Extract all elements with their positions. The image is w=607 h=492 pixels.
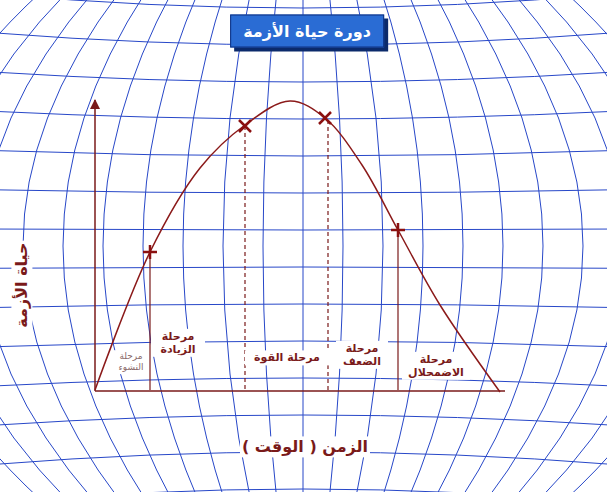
grid-parallel xyxy=(0,72,607,82)
phase-marker xyxy=(391,223,405,237)
grid-parallel xyxy=(0,190,607,193)
phase-label: مرحلة الاضمحلال xyxy=(402,352,470,380)
grid-meridian xyxy=(143,0,199,492)
life-cycle-plot xyxy=(95,100,505,392)
grid-meridian xyxy=(537,0,607,492)
grid-parallel xyxy=(0,489,607,492)
grid-meridian xyxy=(329,0,343,492)
grid-meridian xyxy=(303,0,304,492)
x-axis-label: الزمن ( الوقت ) xyxy=(240,436,370,457)
grid-parallel xyxy=(0,151,607,156)
grid-parallel xyxy=(0,267,607,268)
grid-meridian xyxy=(0,0,69,492)
phase-label: مرحلة النشوء xyxy=(113,350,149,374)
grid-meridian xyxy=(263,0,277,492)
grid-parallel xyxy=(0,304,607,307)
phase-label: مرحلة القوة xyxy=(245,350,329,365)
phase-label: مرحلة الزيادة xyxy=(151,329,205,357)
grid-meridian xyxy=(485,0,583,492)
phase-label: مرحلة الضعف xyxy=(336,341,388,369)
y-axis xyxy=(94,100,96,391)
grid-meridian xyxy=(23,0,121,492)
grid-parallel xyxy=(0,111,607,119)
grid-meridian xyxy=(381,0,423,492)
grid-meridian xyxy=(407,0,463,492)
phase-divider xyxy=(397,230,398,390)
phase-divider xyxy=(149,252,150,390)
grid-parallel xyxy=(0,0,607,8)
phase-marker xyxy=(319,112,331,124)
grid-parallel xyxy=(0,378,607,386)
grid-parallel xyxy=(0,415,607,425)
crisis-curve xyxy=(95,101,500,392)
grid-meridian xyxy=(183,0,225,492)
x-axis xyxy=(95,390,505,392)
y-axis-label: حياة الأزمة xyxy=(11,240,32,329)
grid-meridian xyxy=(355,0,383,492)
phase-marker xyxy=(143,245,157,259)
chart-title: دورة حياة الأزمة xyxy=(230,15,384,48)
grid-meridian xyxy=(223,0,251,492)
grid-parallel xyxy=(0,229,607,231)
phase-marker xyxy=(239,120,251,132)
grid-parallel xyxy=(0,341,607,347)
